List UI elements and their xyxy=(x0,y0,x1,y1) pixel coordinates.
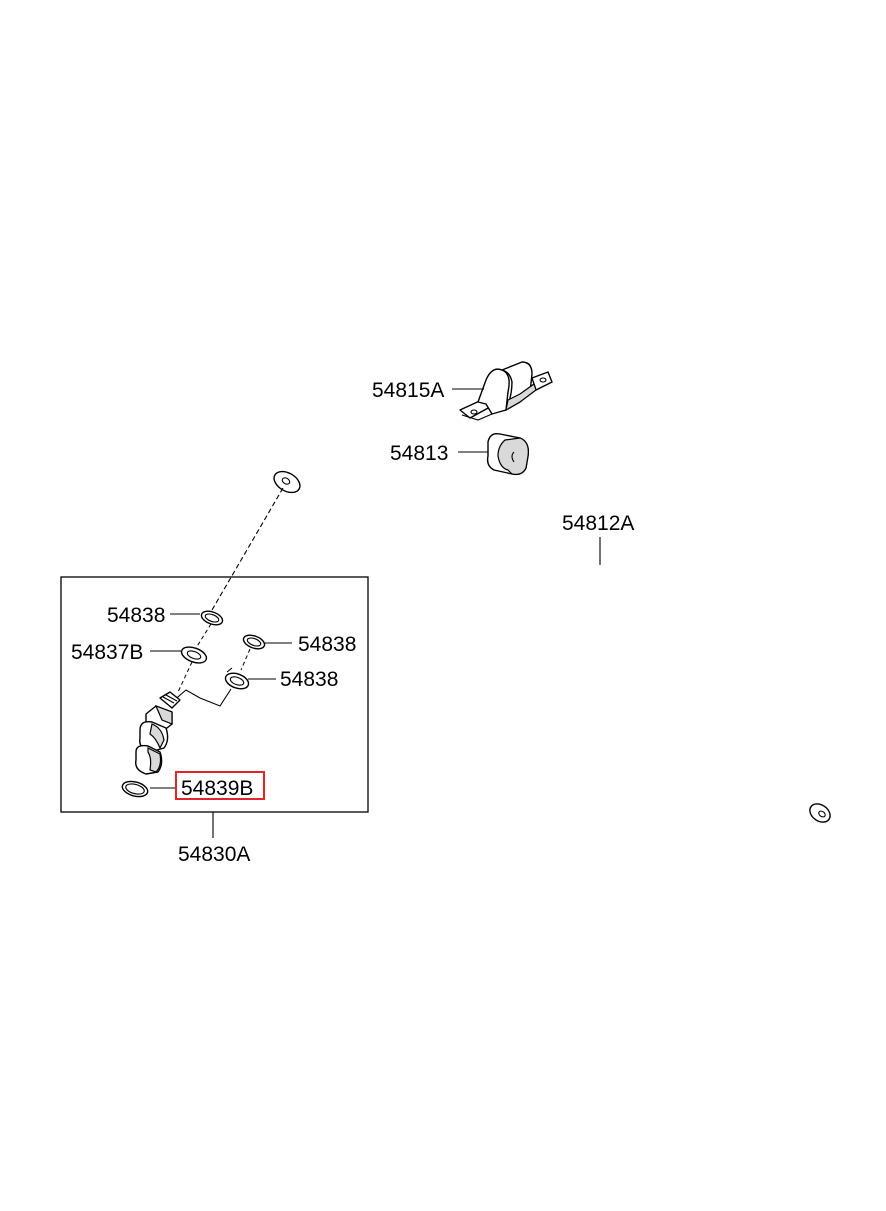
bar-end-left xyxy=(273,470,301,494)
bar-end-right xyxy=(809,803,831,823)
bushing-upper[interactable] xyxy=(179,644,208,666)
link-ball-joint[interactable] xyxy=(135,691,181,775)
stabilizer-bracket[interactable] xyxy=(459,361,553,421)
highlight-box-snap-ring xyxy=(175,771,265,800)
label-stabilizer-bar[interactable]: 54812A xyxy=(562,512,634,535)
label-snap-ring[interactable]: 54839B xyxy=(181,777,253,800)
washer-upper[interactable] xyxy=(200,609,225,628)
stabilizer-bushing[interactable] xyxy=(486,432,530,476)
label-bushing-upper[interactable]: 54837B xyxy=(71,641,143,664)
link-assembly-box[interactable] xyxy=(60,576,369,813)
label-washer-right-top[interactable]: 54838 xyxy=(298,633,356,656)
label-washer-right-bottom[interactable]: 54838 xyxy=(280,668,338,691)
label-stabilizer-bracket[interactable]: 54815A xyxy=(372,379,444,402)
label-stabilizer-bushing[interactable]: 54813 xyxy=(390,442,448,465)
label-washer-upper[interactable]: 54838 xyxy=(107,604,165,627)
snap-ring[interactable] xyxy=(121,779,150,799)
washer-right-top[interactable] xyxy=(242,633,267,652)
assembly-guide-line xyxy=(211,487,284,611)
stabilizer-bar[interactable] xyxy=(285,481,820,814)
label-link-assembly[interactable]: 54830A xyxy=(178,843,250,866)
washer-right-bottom[interactable] xyxy=(223,667,250,692)
